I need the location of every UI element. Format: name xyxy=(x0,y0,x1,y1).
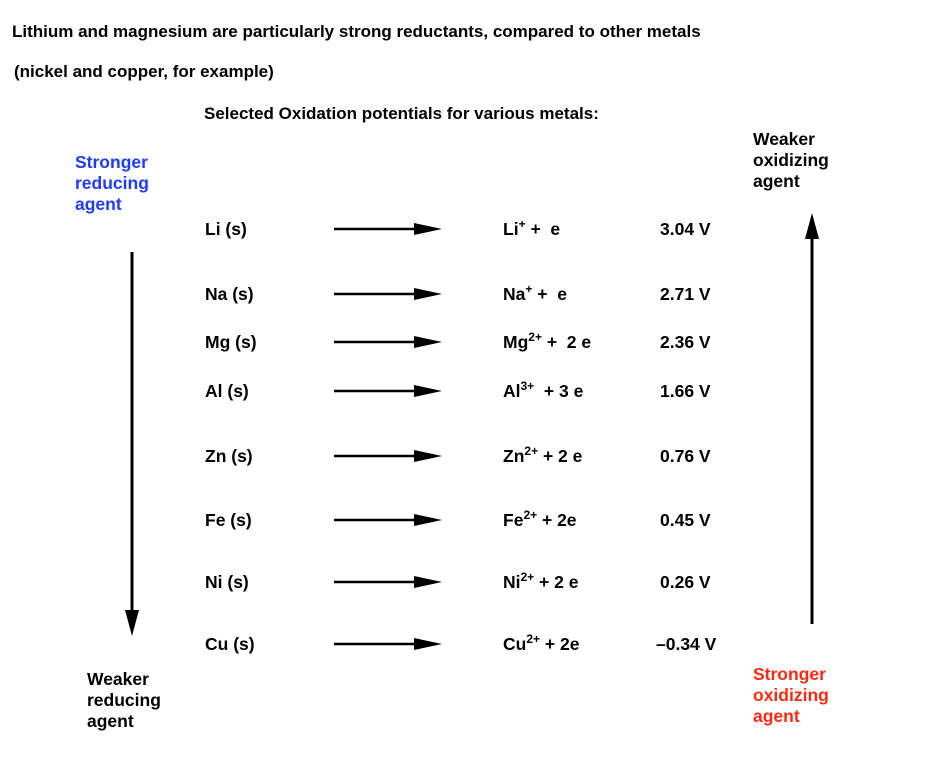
reactant-cu: Cu (s) xyxy=(205,634,255,654)
charge: 2+ xyxy=(520,570,535,584)
oxidizing-strength-up-arrow-icon xyxy=(804,213,820,625)
charge: + xyxy=(525,282,533,296)
stronger-oxidizing-agent-label: Stronger oxidizing agent xyxy=(753,664,829,726)
charge: + xyxy=(518,217,526,231)
charge: 2+ xyxy=(528,330,542,344)
title-line-2: (nickel and copper, for example) xyxy=(14,62,274,81)
reaction-arrow-icon xyxy=(334,637,442,651)
reaction-arrow-icon xyxy=(334,384,442,398)
product-na: Na+ + e xyxy=(503,282,567,304)
weaker-reducing-agent-label: Weaker reducing agent xyxy=(87,669,161,731)
reaction-arrow-icon xyxy=(334,335,442,349)
reactant-mg: Mg (s) xyxy=(205,332,257,352)
reaction-arrow-icon xyxy=(334,575,442,589)
weaker-oxidizing-agent-label: Weaker oxidizing agent xyxy=(753,129,829,191)
reducing-strength-down-arrow-icon xyxy=(124,252,140,638)
potential-cu: –0.34 V xyxy=(656,634,717,654)
charge: 2+ xyxy=(524,444,539,458)
reactant-zn: Zn (s) xyxy=(205,446,253,466)
product-zn: Zn2+ + 2 e xyxy=(503,444,583,466)
potential-fe: 0.45 V xyxy=(660,510,711,530)
potential-ni: 0.26 V xyxy=(660,572,711,592)
reaction-arrow-icon xyxy=(334,287,442,301)
potential-na: 2.71 V xyxy=(660,284,711,304)
potential-zn: 0.76 V xyxy=(660,446,711,466)
stronger-reducing-agent-label: Stronger reducing agent xyxy=(75,152,149,214)
title-line-1: Lithium and magnesium are particularly s… xyxy=(12,22,701,41)
potential-al: 1.66 V xyxy=(660,381,711,401)
reactant-ni: Ni (s) xyxy=(205,572,249,592)
diagram-subtitle: Selected Oxidation potentials for variou… xyxy=(204,104,599,123)
product-mg: Mg2+ + 2 e xyxy=(503,330,592,352)
reactant-na: Na (s) xyxy=(205,284,254,304)
product-ni: Ni2+ + 2 e xyxy=(503,570,579,592)
product-fe: Fe2+ + 2e xyxy=(503,508,577,530)
charge: 2+ xyxy=(523,508,538,522)
reactant-li: Li (s) xyxy=(205,219,247,239)
reaction-arrow-icon xyxy=(334,513,442,527)
reactant-fe: Fe (s) xyxy=(205,510,252,530)
reactant-al: Al (s) xyxy=(205,381,249,401)
product-al: Al3+ + 3 e xyxy=(503,379,584,401)
product-li: Li+ + e xyxy=(503,217,561,239)
potential-mg: 2.36 V xyxy=(660,332,711,352)
charge: 2+ xyxy=(526,632,541,646)
product-cu: Cu2+ + 2e xyxy=(503,632,580,654)
reaction-arrow-icon xyxy=(334,222,442,236)
potential-li: 3.04 V xyxy=(660,219,711,239)
reaction-arrow-icon xyxy=(334,449,442,463)
charge: 3+ xyxy=(520,379,535,393)
